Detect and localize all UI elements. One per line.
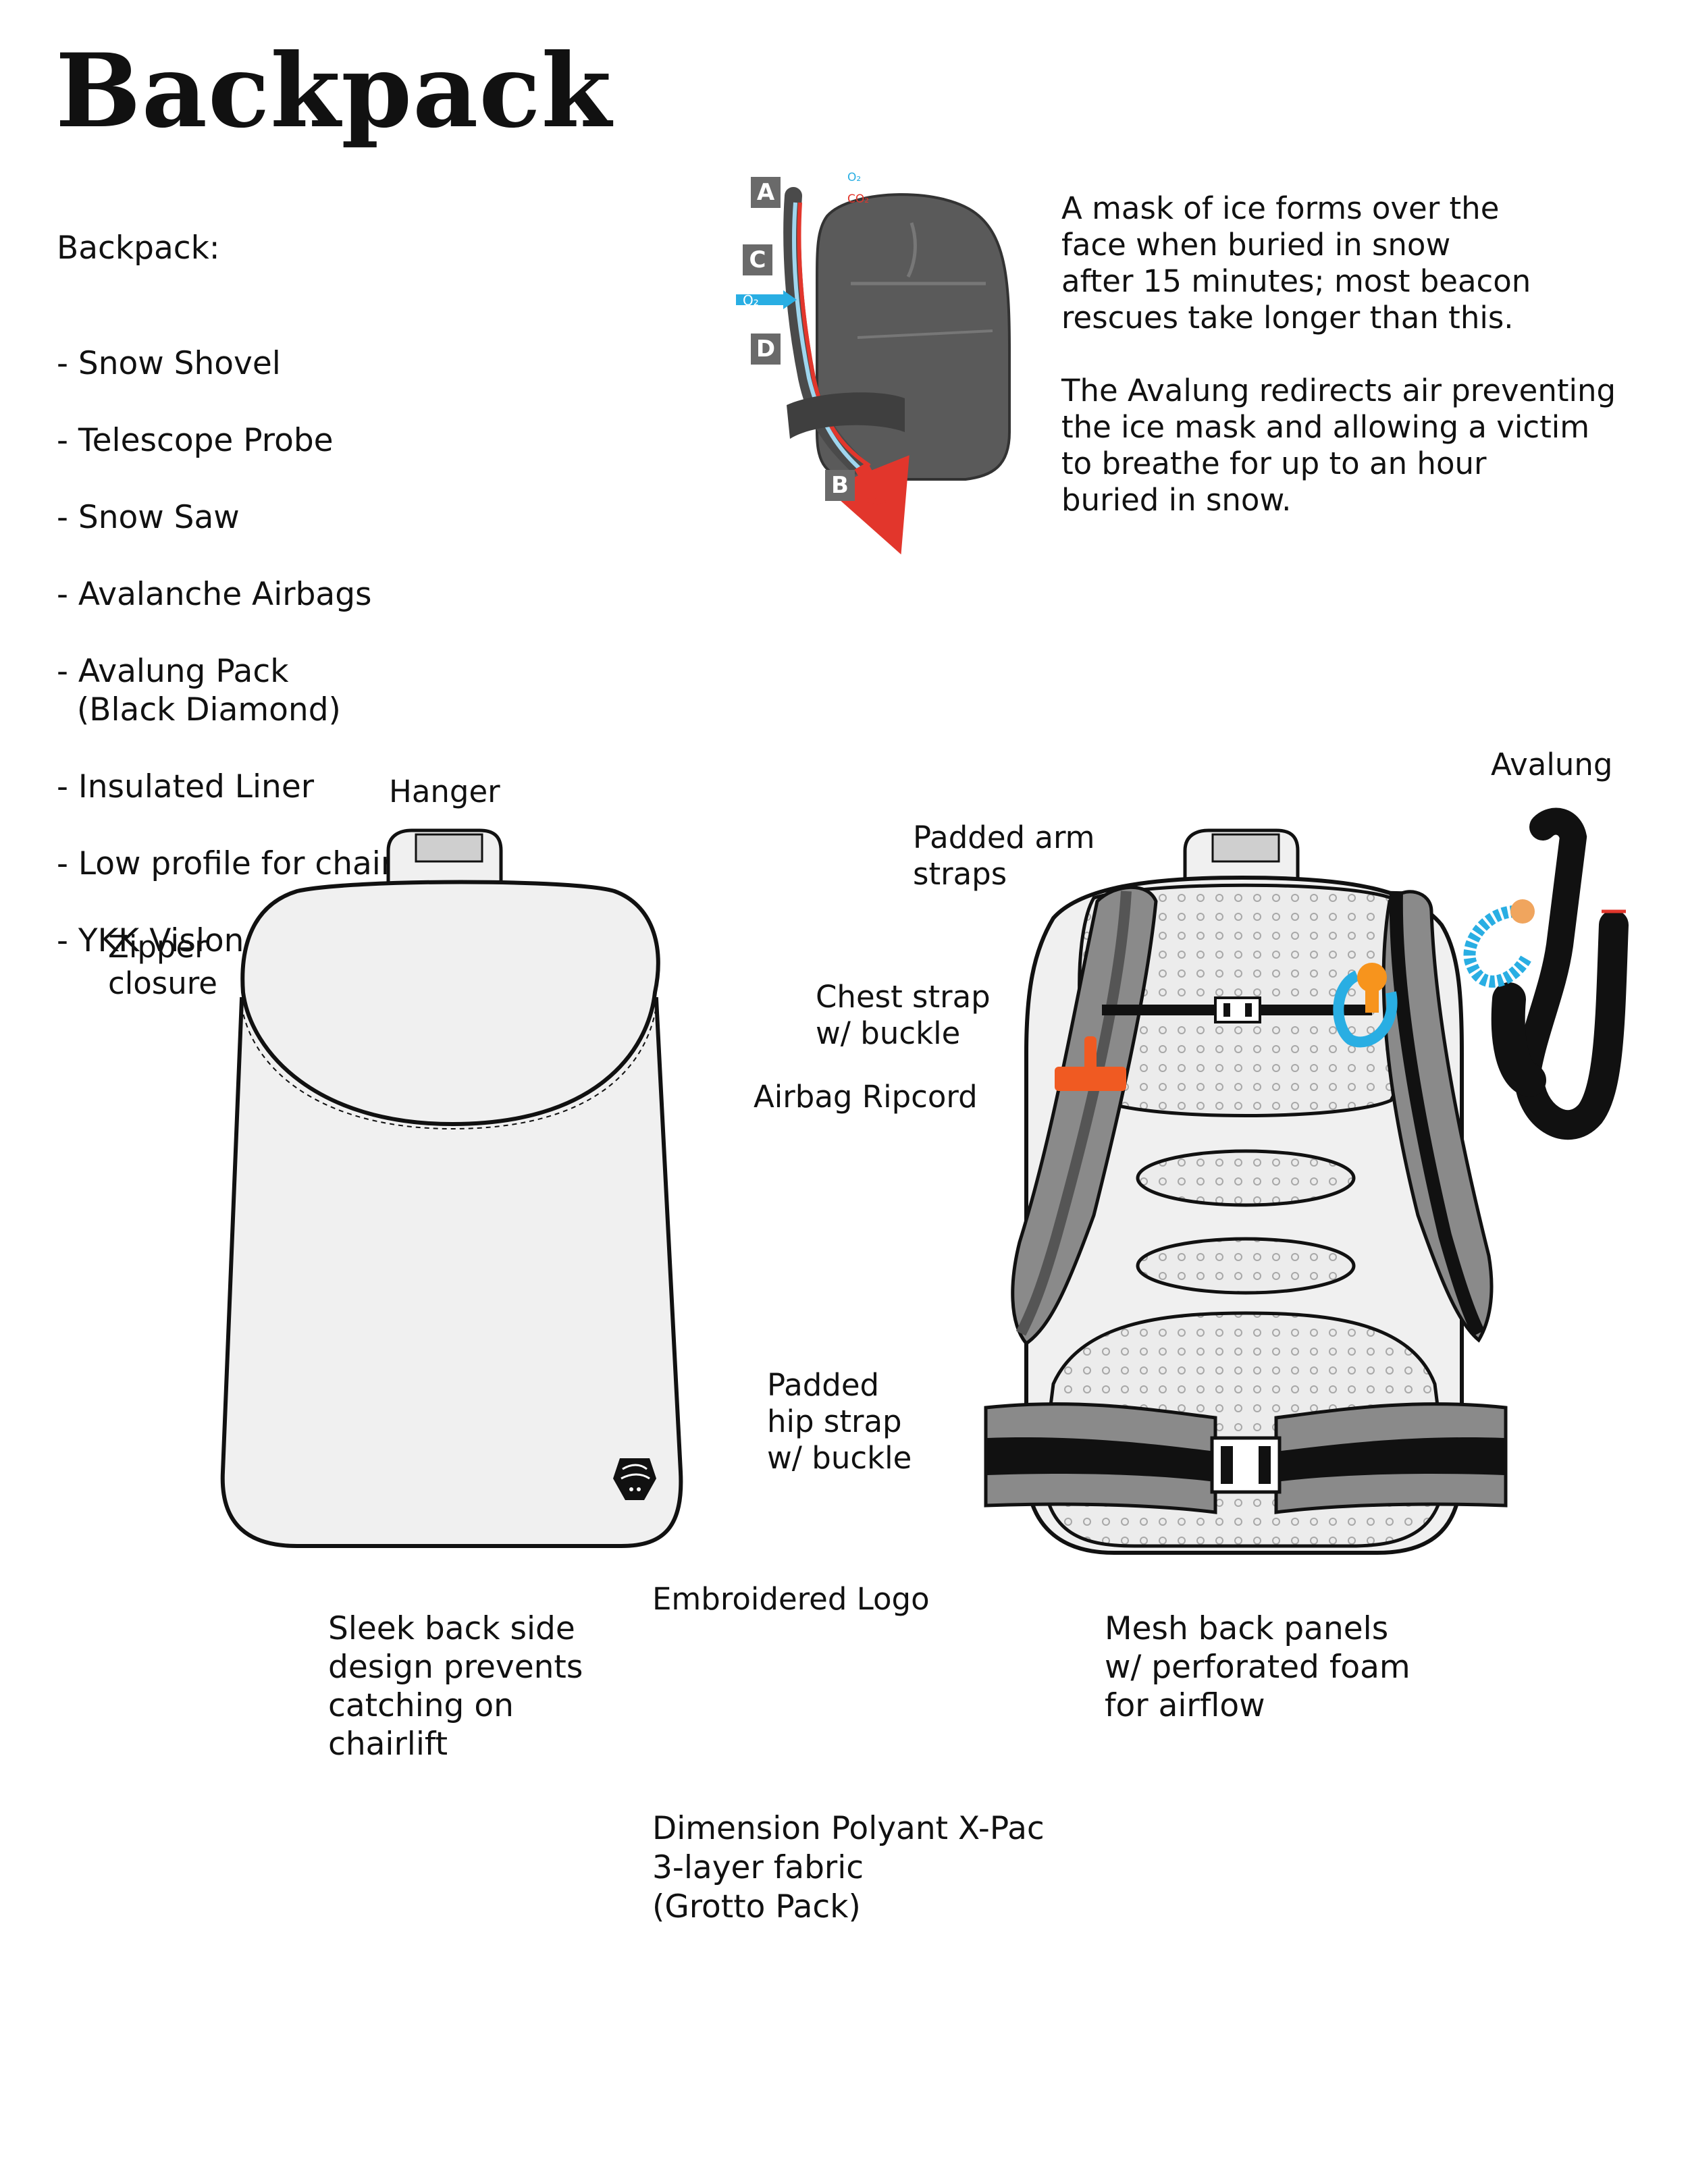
label-sleek-back-side: Sleek back side design prevents catching… — [328, 1610, 583, 1763]
label-avalung: Avalung — [1491, 747, 1613, 782]
marker-a: A — [751, 177, 781, 208]
o2-top-label: O₂ — [847, 171, 861, 184]
pack-back-view — [984, 828, 1508, 1555]
feature-item: - Snow Shovel — [57, 345, 281, 382]
page-title: Backpack — [55, 32, 612, 151]
marker-d: D — [751, 334, 781, 365]
feature-item: - Avalanche Airbags — [57, 576, 372, 613]
ripcord-handle-icon — [1055, 1036, 1126, 1091]
svg-text:C: C — [749, 246, 766, 273]
avalung-airflow-diagram: O₂ O₂ CO₂ CO₂ A C D B — [736, 171, 1011, 555]
feature-item: - Avalung Pack (Black Diamond) — [57, 653, 341, 728]
label-padded-arm-straps: Padded arm straps — [913, 820, 1095, 892]
label-mesh-back-panels: Mesh back panels w/ perforated foam for … — [1105, 1610, 1410, 1724]
avalung-device-icon — [1463, 807, 1629, 1140]
label-chest-strap: Chest strap w/ buckle — [816, 979, 991, 1051]
description-avalung: The Avalung redirects air preventing the… — [1061, 373, 1616, 518]
avalung-mouthpiece-icon — [1333, 963, 1398, 1048]
label-hanger: Hanger — [389, 774, 500, 809]
embroidered-logo-icon — [613, 1458, 656, 1500]
feature-list-heading: Backpack: — [57, 230, 220, 267]
svg-text:D: D — [756, 336, 775, 363]
label-zipper-closure: Zipper closure — [108, 929, 217, 1001]
label-fabric: Dimension Polyant X-Pac 3-layer fabric (… — [652, 1810, 1045, 1925]
feature-item: - Snow Saw — [57, 499, 240, 536]
svg-text:A: A — [757, 179, 775, 206]
co2-top-label: CO₂ — [847, 192, 869, 206]
feature-item: - Insulated Liner — [57, 768, 315, 805]
label-padded-hip-strap: Padded hip strap w/ buckle — [767, 1367, 912, 1476]
description-ice-mask: A mask of ice forms over the face when b… — [1061, 190, 1531, 336]
svg-text:B: B — [831, 472, 849, 499]
pack-front-view — [220, 828, 683, 1548]
feature-item: - Telescope Probe — [57, 422, 334, 459]
marker-b: B — [825, 470, 855, 501]
chest-buckle-icon — [1214, 996, 1261, 1023]
marker-c: C — [743, 244, 772, 275]
o2-label: O₂ — [743, 292, 759, 309]
co2-bottom-label: CO₂ — [866, 495, 888, 508]
label-airbag-ripcord: Airbag Ripcord — [754, 1079, 978, 1115]
label-embroidered-logo: Embroidered Logo — [652, 1581, 930, 1617]
